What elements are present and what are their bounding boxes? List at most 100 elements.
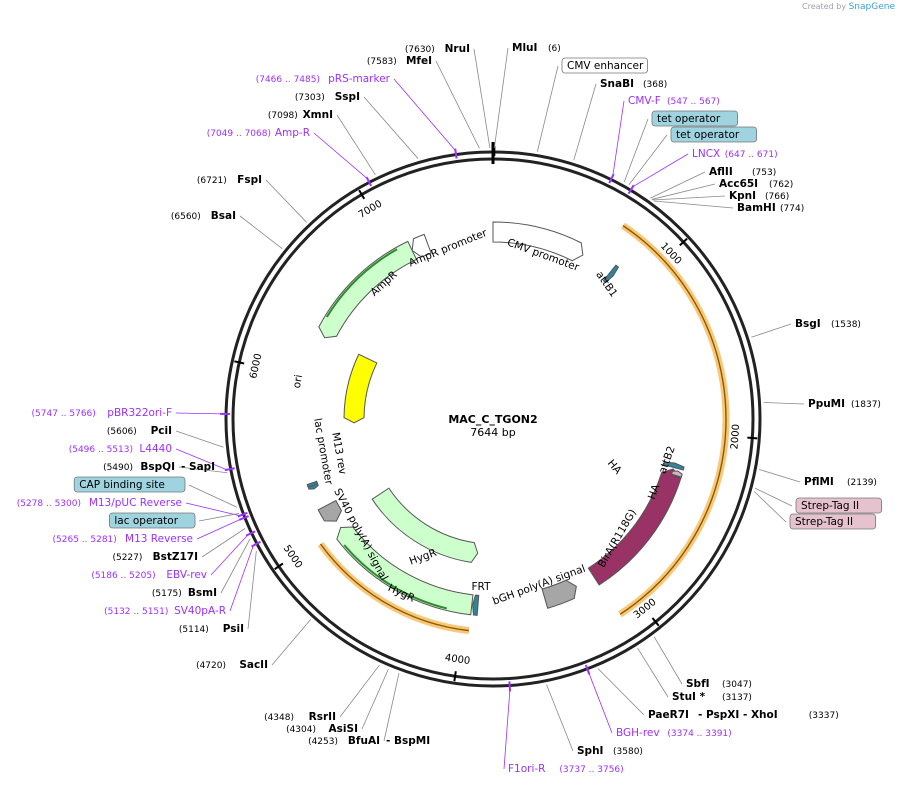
tick-label: 6000 <box>248 353 264 380</box>
site-label-kpni[interactable]: KpnI(766) <box>729 190 789 202</box>
label-name: AflII <box>709 166 733 178</box>
label-name: BGH-rev <box>616 727 660 739</box>
feature-frt[interactable] <box>472 594 480 616</box>
label-box <box>789 513 876 530</box>
site-label-acc65i[interactable]: Acc65I(762) <box>719 178 793 190</box>
label-position: (5265 .. 5281) <box>53 535 117 545</box>
site-label-rsrii[interactable]: RsrII(4348) <box>264 711 336 723</box>
tick-mark <box>747 436 758 440</box>
site-label-psii[interactable]: PsiI(5114) <box>179 623 244 635</box>
site-label-sphi[interactable]: SphI(3580) <box>577 745 643 757</box>
leader-line <box>612 100 625 176</box>
label-name: FspI <box>237 174 262 186</box>
site-label-bgh-rev[interactable]: BGH-rev(3374 .. 3391) <box>616 727 732 739</box>
site-label-aflii[interactable]: AflII(753) <box>709 166 776 178</box>
site-label-tet-operator[interactable]: tet operator <box>651 110 738 127</box>
leader-line <box>493 47 509 149</box>
label-extra: - BspMI <box>386 735 430 747</box>
tick-mark <box>358 189 366 200</box>
leader-line <box>247 550 257 630</box>
site-label-ebv-rev[interactable]: EBV-rev(5186 .. 5205) <box>91 569 207 581</box>
site-label-sbfi[interactable]: SbfI(3047) <box>686 678 752 690</box>
site-label-fspi[interactable]: FspI (6721) <box>197 174 262 186</box>
feature-m13-rev[interactable] <box>306 480 318 488</box>
site-label-sv40pa-r[interactable]: SV40pA-R(5132 .. 5151) <box>104 605 226 617</box>
site-label-pbr322ori-f[interactable]: pBR322ori-F(5747 .. 5766) <box>32 407 172 419</box>
site-label-bspqi[interactable]: BspQI- SapI(5490) <box>103 461 215 473</box>
label-name: XmnI <box>303 109 333 121</box>
leader-line <box>201 528 246 558</box>
feature-layer <box>306 221 685 616</box>
site-label-mlui[interactable]: MluI(6) <box>512 42 561 54</box>
feature-bgh-poly-a-signal[interactable] <box>541 579 577 609</box>
site-label-asisi[interactable]: AsiSI(4304) <box>286 723 358 735</box>
site-label-bstz17i[interactable]: BstZ17I(5227) <box>112 551 198 563</box>
leader-line <box>546 684 574 752</box>
site-label-nrui[interactable]: NruI(7630) <box>405 43 470 55</box>
feature-attb1[interactable] <box>602 264 620 284</box>
site-label-bamhi[interactable]: BamHI(774) <box>737 202 804 214</box>
feature-sv40-poly-a-signal[interactable] <box>317 499 343 522</box>
site-label-bsai[interactable]: BsaI(6560) <box>171 210 236 222</box>
label-name: M13/pUC Reverse <box>89 497 182 509</box>
site-label-cmv-f[interactable]: CMV-F(547 .. 567) <box>628 95 720 107</box>
leader-line <box>597 668 645 716</box>
site-label-xmni[interactable]: XmnI(7098) <box>268 109 333 121</box>
site-label-strep-tag-ii[interactable]: Strep-Tag II <box>789 513 876 530</box>
site-label-bsgi[interactable]: BsgI(1538) <box>795 318 861 330</box>
label-name: pBR322ori-F <box>107 407 172 419</box>
site-label-mfei[interactable]: MfeI(7583) <box>367 55 432 67</box>
site-label-m13-puc-reverse[interactable]: M13/pUC Reverse(5278 .. 5300) <box>17 497 182 509</box>
feature-label-ha1: HA <box>605 457 624 477</box>
label-name: PsiI <box>223 623 244 635</box>
leader-line <box>220 538 251 594</box>
site-label-cap-binding-site[interactable]: CAP binding site <box>73 476 186 493</box>
feature-ampr-promoter[interactable] <box>411 233 432 258</box>
tick-label: 7000 <box>357 199 385 221</box>
site-label-prs-marker[interactable]: pRS-marker(7466 .. 7485) <box>256 73 391 85</box>
label-text: tet operator <box>676 129 740 141</box>
site-label-lac-operator[interactable]: lac operator <box>109 512 196 529</box>
site-label-pflmi[interactable]: PflMI(2139) <box>804 476 877 488</box>
site-label-sspi[interactable]: SspI(7303) <box>295 91 360 103</box>
site-label-bfuai[interactable]: BfuAI- BspMI(4253) <box>308 735 430 747</box>
label-position: (5606) <box>107 427 137 437</box>
site-label-f1ori-r[interactable]: F1ori-R(3737 .. 3756) <box>508 763 624 775</box>
label-position: (6721) <box>197 176 227 186</box>
orange-arcs <box>317 222 730 635</box>
leader-line <box>753 491 787 523</box>
label-box <box>73 476 186 493</box>
label-position: (5175) <box>152 589 182 599</box>
leader-line <box>336 114 376 176</box>
site-label-cmv-enhancer[interactable]: CMV enhancer <box>561 57 648 74</box>
site-label-sacii[interactable]: SacII(4720) <box>196 659 268 671</box>
feature-ha[interactable] <box>671 470 683 478</box>
label-name: SV40pA-R <box>174 605 226 617</box>
site-label-l4440[interactable]: L4440(5496 .. 5513) <box>69 443 172 455</box>
site-label-m13-reverse[interactable]: M13 Reverse(5265 .. 5281) <box>53 533 193 545</box>
feature-attb2[interactable] <box>663 461 685 471</box>
leader-line <box>759 469 801 483</box>
site-label-ppumi[interactable]: PpuMI(1837) <box>808 398 881 410</box>
label-position: (4304) <box>286 725 316 735</box>
label-position: (774) <box>780 204 804 214</box>
cds-translation-line <box>343 544 448 610</box>
feature-hygr[interactable] <box>336 526 474 616</box>
label-position: (766) <box>765 192 789 202</box>
tick-mark <box>234 360 245 365</box>
site-label-stui-[interactable]: StuI *(3137) <box>672 691 752 703</box>
feature-cmv-promoter[interactable] <box>492 221 584 262</box>
site-label-lncx[interactable]: LNCX(647 .. 671) <box>692 148 778 160</box>
feature-hygr[interactable] <box>371 487 479 563</box>
site-label-strep-tag-ii[interactable]: Strep-Tag II <box>795 497 882 514</box>
feature-bira-r118g-[interactable] <box>587 468 682 586</box>
tick-mark <box>453 671 457 682</box>
site-label-tet-operator[interactable]: tet operator <box>670 126 757 143</box>
site-label-snabi[interactable]: SnaBI(368) <box>600 78 667 90</box>
feature-ori[interactable] <box>343 353 378 424</box>
feature-ampr[interactable] <box>318 240 418 339</box>
site-label-bsmi[interactable]: BsmI(5175) <box>152 587 217 599</box>
site-label-paer7i[interactable]: PaeR7I- PspXI - XhoI(3337) <box>648 709 839 721</box>
site-label-amp-r[interactable]: Amp-R(7049 .. 7068) <box>207 127 310 139</box>
site-label-pcii[interactable]: PciI(5606) <box>107 425 172 437</box>
